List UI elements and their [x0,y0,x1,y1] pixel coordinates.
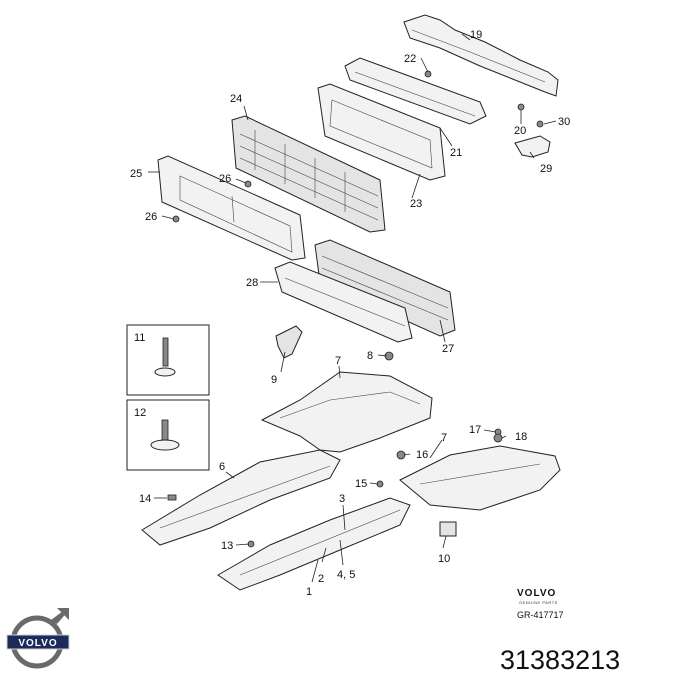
callout-27: 27 [442,343,454,355]
part-24-grille-shutter [231,115,386,233]
callout-26-lower: 26 [145,211,157,223]
callout-7-right: 7 [441,432,447,444]
callout-15: 15 [355,478,367,490]
part-19-upper-bracket [403,14,559,97]
volvo-logo-icon: VOLVO [6,608,70,669]
callout-3: 3 [339,493,345,505]
callout-17: 17 [469,424,481,436]
part-28-deflector [274,261,413,343]
callout-10: 9 [271,374,277,386]
callout-9: 10 [438,553,450,565]
callout-18: 18 [515,431,527,443]
detail-box-12 [126,399,210,471]
callout-26-upper: 26 [219,173,231,185]
part-23-radiator-frame [317,83,446,181]
part-7-splash-shield [260,371,433,453]
callout-29: 29 [540,163,552,175]
callout-22: 22 [404,53,416,65]
callout-7-upper: 7 [335,355,341,367]
callout-1: 1 [306,586,312,598]
callout-19: 19 [470,29,482,41]
callout-8: 8 [367,350,373,362]
callout-24: 24 [230,93,242,105]
callout-4-5: 4, 5 [337,569,355,581]
callout-2: 2 [318,573,324,585]
callout-16: 16 [416,449,428,461]
callout-30: 30 [558,116,570,128]
part-6-under-tray [141,449,341,546]
brand-name: VOLVO [517,588,557,599]
leader-lines [148,33,557,583]
part-25-lower-frame [157,155,306,261]
callout-25: 25 [130,168,142,180]
part-number: 31383213 [500,645,621,675]
brand-subtitle: GENUINE PARTS [519,600,558,605]
part-7-right-shield [399,445,561,511]
logo-wordmark: VOLVO [18,638,57,649]
callout-28: 28 [246,277,258,289]
callout-21: 21 [450,147,462,159]
part-29-bracket [514,135,551,158]
callout-13: 13 [221,540,233,552]
callout-20: 20 [514,125,526,137]
reference-code: GR-417717 [517,610,564,620]
callout-11: 11 [134,332,145,344]
callout-14: 14 [139,493,151,505]
detail-box-11 [126,324,210,396]
callout-12: 12 [134,407,146,419]
part-10-bracket [275,325,303,359]
callout-23: 23 [410,198,422,210]
part-21-air-guide [344,57,487,125]
part-9-clip [439,521,457,537]
part-1-under-tray-center [217,497,411,591]
callout-6: 6 [219,461,225,473]
